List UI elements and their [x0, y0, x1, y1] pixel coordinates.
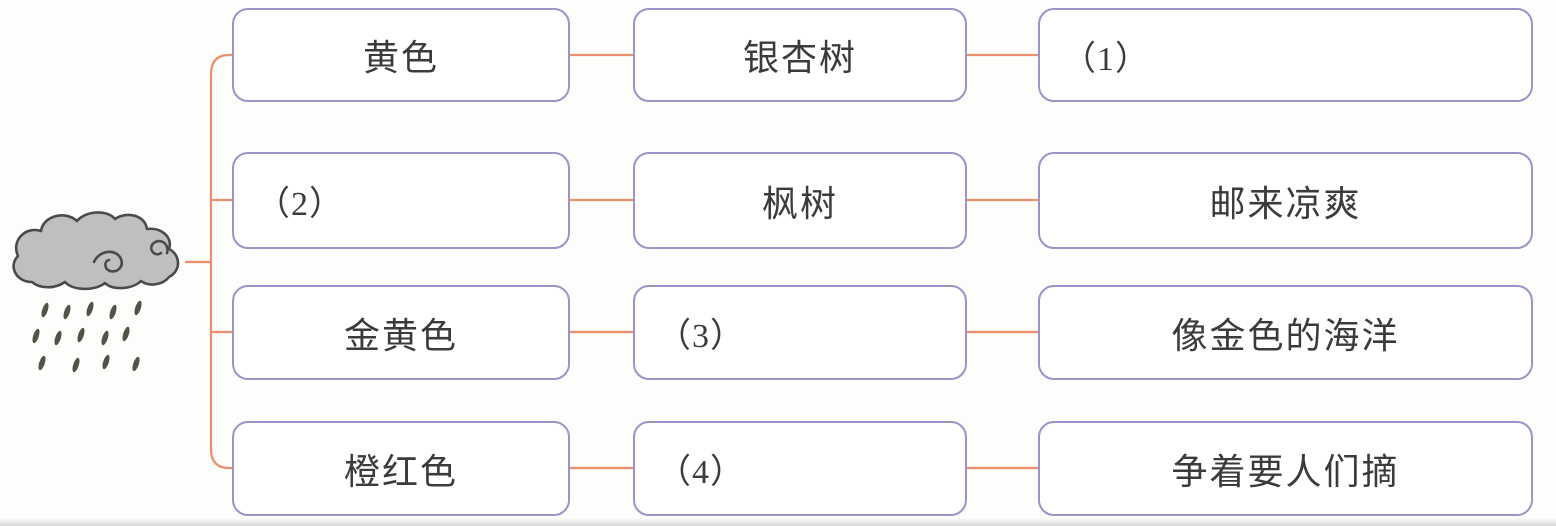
- rain-drops: [32, 300, 142, 373]
- node-maple-tree: 枫树: [633, 152, 967, 249]
- node-blank-3: （3）: [633, 285, 967, 380]
- rain-cloud-svg: [12, 211, 180, 373]
- rain-cloud-icon: [8, 208, 186, 390]
- node-mails-coolness: 邮来凉爽: [1038, 152, 1533, 249]
- node-compete-to-be-picked: 争着要人们摘: [1038, 421, 1533, 516]
- node-golden-ocean: 像金色的海洋: [1038, 285, 1533, 380]
- node-orange-red: 橙红色: [232, 421, 570, 516]
- node-blank-1: （1）: [1038, 8, 1533, 102]
- node-blank-4: （4）: [633, 421, 967, 516]
- node-ginkgo-tree: 银杏树: [633, 8, 967, 102]
- scan-bottom-edge: [0, 518, 1556, 526]
- node-golden-yellow: 金黄色: [232, 285, 570, 380]
- node-blank-2: （2）: [232, 152, 570, 249]
- node-yellow: 黄色: [232, 8, 570, 102]
